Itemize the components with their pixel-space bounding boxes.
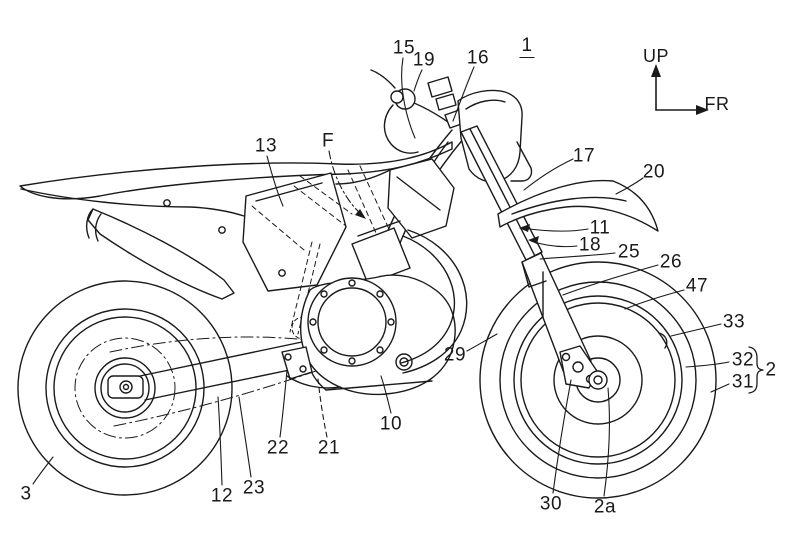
- ref-label-18: 18: [578, 234, 602, 256]
- ref-label-16: 16: [466, 47, 490, 69]
- ref-label-21: 21: [317, 437, 341, 459]
- rear-fender-seat: [19, 141, 453, 217]
- ref-label-F: F: [321, 130, 335, 152]
- ref-label-26: 26: [659, 251, 683, 273]
- leader-lines: [32, 57, 730, 497]
- ref-label-23: 23: [242, 477, 266, 499]
- ref-label-22: 22: [266, 437, 290, 459]
- ref-label-17: 17: [572, 145, 596, 167]
- ref-label-32: 32: [731, 349, 755, 371]
- front-fork-guard: [521, 252, 608, 390]
- ref-label-30: 30: [539, 493, 563, 515]
- orientation-arrows: [651, 64, 709, 115]
- ref-label-33: 33: [722, 311, 746, 333]
- ref-label-11: 11: [589, 217, 611, 239]
- reference-brace: [748, 346, 764, 394]
- ref-label-2: 2: [765, 359, 777, 381]
- front-wheel: [479, 261, 717, 499]
- ref-label-15: 15: [392, 37, 416, 59]
- ref-label-13: 13: [254, 135, 278, 157]
- side-panel: [163, 172, 353, 292]
- up-direction-label: UP: [642, 46, 670, 66]
- front-direction-label: FR: [704, 94, 730, 114]
- ref-label-47: 47: [685, 275, 709, 297]
- ref-label-12: 12: [210, 485, 234, 507]
- swingarm: [107, 336, 317, 427]
- rear-wheel: [17, 280, 315, 496]
- ref-label-10: 10: [379, 413, 403, 435]
- figure-number-label: 1: [519, 35, 535, 58]
- rim-valve-tab: [658, 332, 668, 349]
- handlebar: [370, 69, 468, 154]
- ref-label-2a: 2a: [593, 496, 617, 518]
- ref-label-19: 19: [412, 49, 436, 71]
- muffler: [85, 208, 235, 300]
- ref-label-25: 25: [617, 241, 641, 263]
- footpeg-bracket: [281, 346, 341, 389]
- ref-label-31: 31: [731, 371, 755, 393]
- engine: [299, 220, 468, 396]
- ref-label-29: 29: [443, 344, 467, 366]
- ref-label-20: 20: [642, 161, 666, 183]
- ref-label-3: 3: [20, 483, 32, 505]
